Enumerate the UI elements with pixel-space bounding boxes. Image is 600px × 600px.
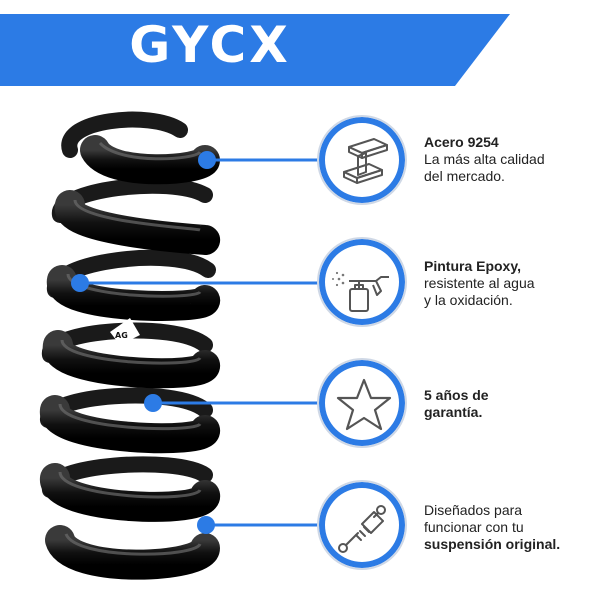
feature-title-warranty: 5 años de xyxy=(424,387,489,403)
feature-text-paint: Pintura Epoxy, resistente al agua y la o… xyxy=(424,258,594,309)
spray-gun-icon xyxy=(332,271,389,312)
spring-logo: AG xyxy=(110,318,140,345)
feature-line: La más alta calidad xyxy=(424,151,545,167)
feature-circle-suspension xyxy=(317,480,407,570)
feature-title-warranty: garantía. xyxy=(424,404,483,420)
feature-line: resistente al agua xyxy=(424,275,535,291)
spring-logo-text: AG xyxy=(115,331,128,340)
connector-dot-3 xyxy=(144,394,162,412)
brand-banner: GYCX xyxy=(0,0,600,90)
feature-highlight: suspensión original. xyxy=(424,536,561,552)
feature-circle-warranty xyxy=(317,358,407,448)
feature-circle-paint xyxy=(317,237,407,327)
feature-line: y la oxidación. xyxy=(424,292,513,308)
feature-line: funcionar con tu xyxy=(424,519,524,535)
feature-text-steel: Acero 9254 La más alta calidad del merca… xyxy=(424,134,594,185)
connector-dot-2 xyxy=(71,274,89,292)
feature-text-warranty: 5 años de garantía. xyxy=(424,387,594,421)
connector-dot-1 xyxy=(198,151,216,169)
brand-title: GYCX xyxy=(129,16,291,74)
connector-dot-4 xyxy=(197,516,215,534)
feature-line: del mercado. xyxy=(424,168,505,184)
star-icon xyxy=(336,378,392,431)
feature-circle-steel xyxy=(317,115,407,205)
feature-title-paint: Pintura Epoxy, xyxy=(424,258,521,274)
shock-absorber-icon xyxy=(338,505,386,553)
feature-title-steel: Acero 9254 xyxy=(424,134,499,150)
feature-line: Diseñados para xyxy=(424,502,523,518)
steel-beam-icon xyxy=(343,138,388,184)
feature-text-suspension: Diseñados para funcionar con tu suspensi… xyxy=(424,502,594,553)
banner-background xyxy=(0,14,510,86)
